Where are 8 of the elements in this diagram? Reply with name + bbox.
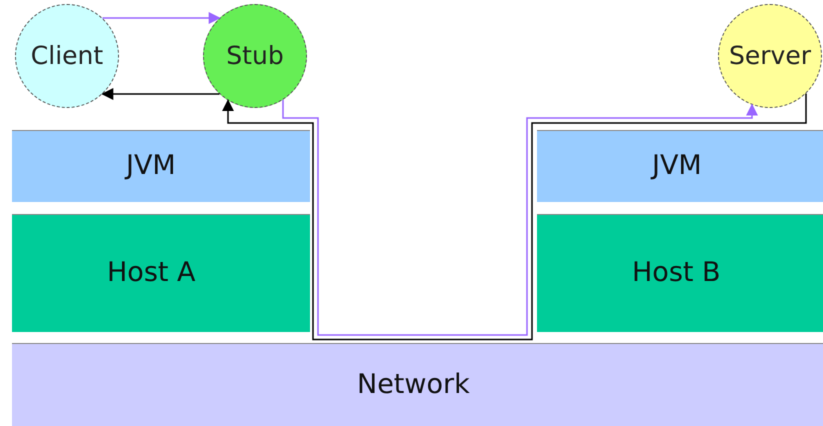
jvm-layer: JVM bbox=[12, 130, 310, 202]
arrow bbox=[101, 88, 220, 100]
arrow bbox=[102, 12, 221, 24]
host-layer: Host A bbox=[12, 214, 310, 332]
host-layer: Host B bbox=[537, 214, 823, 332]
network-layer: Network bbox=[12, 343, 823, 426]
arrow bbox=[282, 100, 758, 336]
jvm-layer: JVM bbox=[537, 130, 823, 202]
